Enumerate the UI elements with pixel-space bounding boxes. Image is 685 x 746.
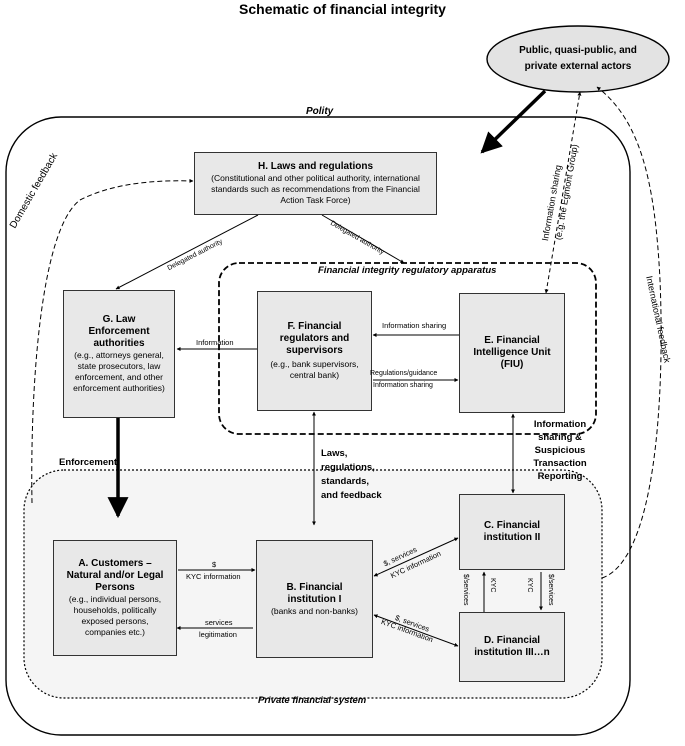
delegated-authority-reg-arrow [321,214,405,264]
ba-top-label: services [205,618,233,627]
ba-bottom-label: legitimation [199,630,237,639]
laws-feedback-line: and feedback [321,490,382,501]
info-str-line: sharing & [538,432,582,443]
external-to-polity-arrow [480,89,547,154]
info-str-line: Information [533,419,587,430]
box-d-title: D. Financial institution III…n [474,635,550,658]
domestic-feedback-arrow [31,178,194,504]
international-feedback-arrow [596,86,662,579]
ab-top-label: $ [212,560,217,569]
laws-feedback-line: Laws, [321,448,348,459]
box-f-regulators: F. Financial regulators and supervisors … [257,291,372,411]
box-h-desc: (Constitutional and other political auth… [211,173,420,205]
info-sharing-fe-label: Information sharing [373,382,433,389]
box-g-title: G. Law Enforcement authorities [88,314,150,349]
box-b-desc: (banks and non-banks) [271,605,358,616]
ab-bottom-label: KYC information [186,572,241,581]
b-d-arrow [373,614,459,647]
info-str-line: Transaction [533,458,587,469]
box-f-desc: (e.g., bank supervisors, central bank) [270,359,359,380]
box-h-title: H. Laws and regulations [257,161,374,172]
box-a-customers: A. Customers – Natural and/or Legal Pers… [53,540,177,656]
box-h-laws-regulations: H. Laws and regulations (Constitutional … [194,152,437,215]
delegated-authority-g-arrow [115,214,259,290]
info-str-line: Suspicious [534,445,586,456]
laws-feedback-label: Laws, regulations, standards, and feedba… [321,447,382,503]
external-actors-label: Public, quasi-public, and private extern… [519,45,637,72]
box-b-title: B. Financial institution I [286,581,343,605]
info-str-label: Information sharing & Suspicious Transac… [518,418,602,483]
regulatory-apparatus-label: Financial integrity regulatory apparatus [318,265,497,276]
info-str-line: Reporting [537,471,583,482]
box-a-title: A. Customers – Natural and/or Legal Pers… [66,558,164,593]
box-e-title: E. Financial Intelligence Unit (FIU) [473,335,551,370]
polity-label: Polity [306,106,334,117]
box-f-title: F. Financial regulators and supervisors [279,321,350,356]
laws-feedback-line: regulations, [321,462,375,473]
box-e-fiu: E. Financial Intelligence Unit (FIU) [459,293,565,413]
diagram-title: Schematic of financial integrity [239,1,446,17]
reg-guidance-label: Regulations/guidance [370,370,438,377]
egmont-info-sharing-arrow [544,91,582,294]
cd-left-label-1: $/services [462,574,469,606]
box-b-institution-i: B. Financial institution I (banks and no… [256,540,373,658]
cd-right-label-1: KYC [526,578,533,593]
box-a-desc: (e.g., individual persons, households, p… [68,594,162,637]
box-g-law-enforcement: G. Law Enforcement authorities (e.g., at… [63,290,175,418]
enforcement-label: Enforcement [59,457,118,468]
info-sharing-ef-label: Information sharing [382,321,447,330]
cd-right-label-2: $/services [547,574,554,606]
b-c-arrow [373,537,459,577]
cd-left-label-2: KYC [489,578,496,593]
box-c-institution-ii: C. Financial institution II [459,494,565,570]
box-c-title: C. Financial institution II [483,520,541,543]
private-system-label: Private financial system [258,695,367,706]
box-d-institution-iii-n: D. Financial institution III…n [459,612,565,682]
polity-region [5,116,631,736]
box-g-desc: (e.g., attorneys general, state prosecut… [73,350,165,393]
information-label: Information [196,338,234,347]
laws-feedback-line: standards, [321,476,370,487]
